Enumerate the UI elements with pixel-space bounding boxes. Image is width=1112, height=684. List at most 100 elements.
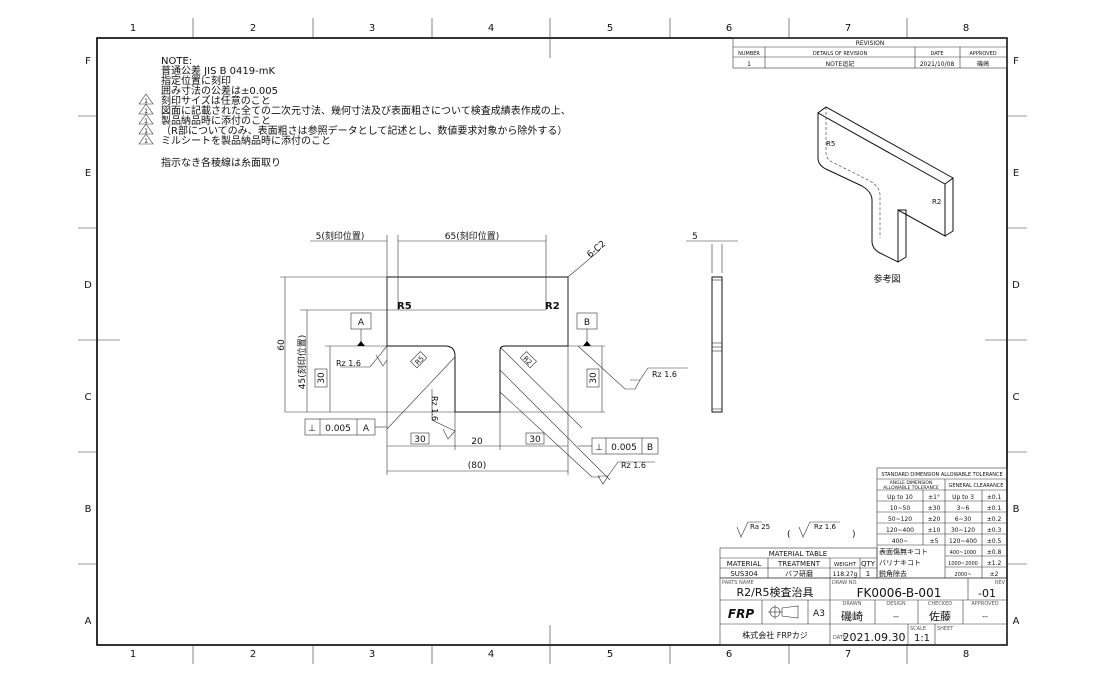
tol-cell: ±20 [928, 516, 941, 523]
dim-30-bottom-right: 30 [529, 435, 541, 445]
gdt-datum: A [363, 424, 370, 434]
revision-triangle-icon: 1 [138, 113, 154, 125]
material-value: 118.27g [833, 571, 858, 578]
rev-value: -01 [978, 587, 996, 600]
tol-cell: 2000~ [955, 572, 972, 578]
tol-cell: 120~400 [949, 538, 977, 545]
side-view: 5 [686, 232, 738, 413]
paren-close: ) [852, 530, 856, 540]
tol-cell: ±0.5 [987, 538, 1002, 545]
datum-b: B [584, 318, 590, 328]
chamfer-note: 6-C2 [586, 239, 609, 260]
perpendicularity-icon: ⊥ [595, 443, 603, 453]
note-line: 普通公差 JIS B 0419-mK [161, 64, 275, 77]
revision-triangle-icon: 1 [138, 103, 154, 115]
front-view: 5(刻印位置) 65(刻印位置) 6-C2 R5 R2 60 45(刻印位置) … [277, 230, 688, 485]
approved-by: -- [982, 612, 988, 621]
tol-cell: 30~120 [951, 527, 975, 534]
sheet-size: A3 [813, 609, 825, 619]
part-outline [386, 276, 569, 413]
tol-cell: Up to 3 [952, 494, 974, 501]
zone-col-1-bottom: 1 [130, 649, 136, 660]
zone-col-7: 7 [845, 23, 851, 34]
paren-open: ( [787, 530, 791, 540]
finish-note: バリナキコト [879, 559, 921, 567]
tol-cell: 120~400 [886, 527, 914, 534]
drawing-frame: 1 2 3 4 5 6 7 8 1 2 3 4 5 6 7 8 F E D C … [78, 18, 1027, 664]
note-line: （R部についてのみ、表面粗さは参照データとして記述とし、数値要求対象から除外する… [161, 124, 567, 137]
zone-col-4-bottom: 4 [488, 649, 494, 660]
material-header: MATERIAL [727, 560, 762, 568]
design-label: DESIGN [886, 601, 906, 607]
surface-finish-symbol: Rz 1.6 [577, 345, 688, 390]
svg-text:FRP: FRP [728, 607, 754, 621]
zone-row-c: C [85, 392, 92, 403]
zone-col-8-bottom: 8 [963, 649, 969, 660]
rev-label: REV [995, 580, 1006, 586]
general-header: GENERAL CLEARANCE [949, 483, 1004, 489]
angle-header: ALLOWABLE TOLERANCE [883, 485, 939, 491]
notes-block: NOTE: 普通公差 JIS B 0419-mK 指定位置に刻印 囲み寸法の公差… [138, 56, 571, 169]
parts-name: R2/R5検査治具 [737, 585, 814, 599]
drawn-by: 磯崎 [841, 609, 863, 623]
tol-cell: ±1.2 [987, 560, 1002, 567]
zone-col-2-bottom: 2 [250, 649, 256, 660]
isometric-view: R5 R2 参考図 [817, 106, 954, 285]
zone-col-6-bottom: 6 [726, 649, 732, 660]
svg-text:1: 1 [144, 128, 148, 135]
tol-cell: 50~120 [888, 516, 912, 523]
surface-finish-symbol: Rz 1.6 [592, 461, 655, 485]
note-line: 囲み寸法の公差は±0.005 [161, 84, 278, 97]
dim-30-left: 30 [317, 372, 327, 384]
note-line: ミルシートを製品納品時に添付のこと [161, 134, 331, 147]
finish-note: 表面傷無キコト [879, 547, 928, 556]
parts-name-label: PARTS NAME [722, 580, 754, 586]
tol-cell: ±30 [928, 505, 941, 512]
note-line: 指定位置に刻印 [161, 74, 231, 87]
material-table: MATERIAL TABLE MATERIAL TREATMENT WEIGHT… [719, 547, 878, 579]
zone-col-5: 5 [607, 23, 613, 34]
zone-col-6: 6 [726, 23, 732, 34]
dim-80-reference: (80) [468, 461, 486, 471]
surface-finish-symbol: Rz 1.6 [430, 389, 456, 440]
tol-cell: ±5 [930, 538, 939, 545]
revision-title: REVISION [856, 40, 885, 47]
revision-cell: 磯崎 [977, 60, 989, 68]
zone-col-3: 3 [369, 23, 375, 34]
surface-roughness-left: Rz 1.6 [336, 359, 361, 368]
tol-cell: 3~6 [957, 505, 970, 512]
tol-cell: 1000~2000 [948, 561, 978, 567]
drawing-date: 2021.09.30 [843, 631, 906, 644]
tol-cell: ±0.8 [987, 549, 1002, 556]
tol-cell: ±0.3 [987, 527, 1002, 534]
surface-roughness-center: Rz 1.6 [430, 396, 439, 421]
revision-cell: 1 [747, 61, 751, 68]
revision-cell: 2021/10/08 [920, 61, 955, 68]
material-value: 1 [866, 570, 870, 578]
tol-cell: Up to 10 [887, 494, 913, 501]
dim-45-mark-position: 45(刻印位置) [296, 335, 308, 389]
svg-text:1: 1 [144, 98, 148, 105]
zone-row-f-right: F [1013, 56, 1019, 67]
zone-col-5-bottom: 5 [607, 649, 613, 660]
dim-65-mark-position: 65(刻印位置) [445, 230, 499, 242]
general-ra: Ra 25 [750, 523, 770, 531]
zone-col-4: 4 [488, 23, 494, 34]
scale-value: 1:1 [914, 633, 930, 644]
zone-row-d: D [84, 280, 92, 291]
drawing-no-label: DRAW NO. [832, 580, 858, 586]
angle-header: ANGLE DIMENSION [890, 480, 933, 486]
gdt-datum: B [647, 443, 653, 453]
notes-title: NOTE: [161, 56, 192, 67]
zone-row-a-right: A [1013, 616, 1020, 627]
general-rz: Rz 1.6 [814, 523, 836, 531]
general-surface-finish: Ra 25 ( Rz 1.6 ) [736, 521, 856, 540]
revision-triangle-icon: 1 [138, 93, 154, 105]
extension-lines [280, 235, 605, 475]
tolerance-title: STANDARD DIMENSION ALLOWABLE TOLERANCE [881, 472, 1002, 478]
dim-60: 60 [277, 339, 287, 351]
scale-label: SCALE [910, 626, 926, 632]
revision-triangle-icon: 1 [138, 123, 154, 135]
zone-row-a: A [85, 616, 92, 627]
surface-finish-symbol: Rz 1.6 [336, 345, 388, 368]
